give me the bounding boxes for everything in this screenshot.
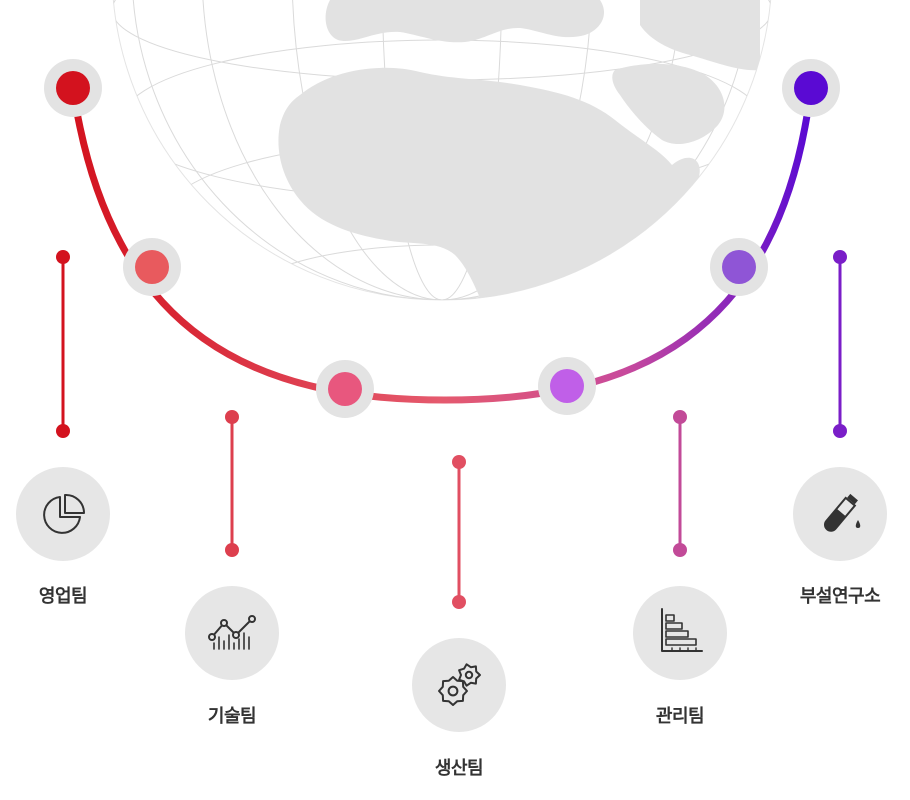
team-label-tech: 기술팀 xyxy=(207,706,257,727)
arc-node-1 xyxy=(44,59,102,117)
flask-icon xyxy=(824,493,861,532)
connector-top-dot xyxy=(833,250,847,264)
arc-node-3 xyxy=(316,360,374,418)
connector-management xyxy=(673,410,687,557)
arc-node-5 xyxy=(710,238,768,296)
arc-node-6 xyxy=(782,59,840,117)
arc-node-dot xyxy=(56,71,90,105)
arc-node-dot xyxy=(135,250,169,284)
team-label-research: 부설연구소 xyxy=(799,586,881,607)
connector-top-dot xyxy=(673,410,687,424)
connector-bottom-dot xyxy=(56,424,70,438)
connector-bottom-dot xyxy=(452,595,466,609)
arc-node-dot xyxy=(722,250,756,284)
connector-top-dot xyxy=(225,410,239,424)
connector-group xyxy=(56,250,847,609)
connector-top-dot xyxy=(56,250,70,264)
arc-node-dot xyxy=(550,369,584,403)
team-icon-circle-management xyxy=(633,586,727,680)
icon-circle-bg xyxy=(412,638,506,732)
arc-node-4 xyxy=(538,357,596,415)
connector-tech xyxy=(225,410,239,557)
team-icon-circle-tech xyxy=(185,586,279,680)
team-icon-circle-research xyxy=(793,467,887,561)
team-icon-group xyxy=(16,467,887,732)
connector-bottom-dot xyxy=(673,543,687,557)
bar-chart-icon xyxy=(661,608,703,652)
gears-icon xyxy=(438,663,481,706)
globe-illustration xyxy=(112,0,772,301)
team-label-sales: 영업팀 xyxy=(38,586,88,607)
connector-production xyxy=(452,455,466,609)
arc-node-dot xyxy=(328,372,362,406)
team-icon-circle-production xyxy=(412,638,506,732)
arc-node-2 xyxy=(123,238,181,296)
team-icon-circle-sales xyxy=(16,467,110,561)
icon-circle-bg xyxy=(16,467,110,561)
icon-circle-bg xyxy=(185,586,279,680)
pie-chart-icon xyxy=(43,493,86,534)
line-chart-icon xyxy=(208,615,256,650)
arc-node-group xyxy=(44,59,840,418)
team-label-production: 생산팀 xyxy=(434,758,484,779)
team-label-management: 관리팀 xyxy=(655,706,705,727)
arc-node-dot xyxy=(794,71,828,105)
icon-circle-bg xyxy=(633,586,727,680)
connector-bottom-dot xyxy=(225,543,239,557)
connector-sales xyxy=(56,250,70,438)
connector-top-dot xyxy=(452,455,466,469)
connector-bottom-dot xyxy=(833,424,847,438)
connector-research xyxy=(833,250,847,438)
